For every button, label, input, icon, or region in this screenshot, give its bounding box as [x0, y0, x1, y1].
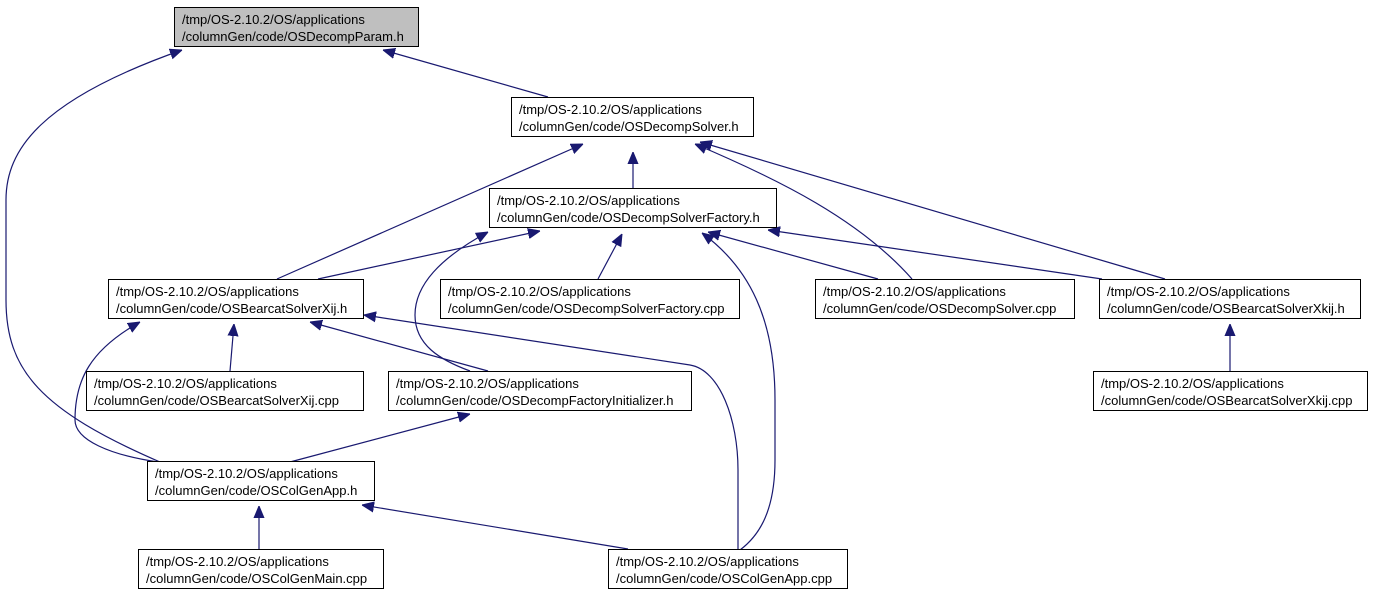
- edge-decompsolver-h-to-decompparam-h: [383, 50, 549, 98]
- edge-colgenapp-cpp-to-colgenapp-h: [362, 505, 629, 550]
- node-osbearcatsolverxkij-cpp[interactable]: /tmp/OS-2.10.2/OS/applications /columnGe…: [1093, 371, 1368, 411]
- node-osdecompsolverfactory-cpp[interactable]: /tmp/OS-2.10.2/OS/applications /columnGe…: [440, 279, 740, 319]
- edge-bearcatxij-h-to-solverfactory-h: [317, 231, 540, 280]
- node-line1: /tmp/OS-2.10.2/OS/applications: [146, 554, 329, 569]
- edge-decompsolver-cpp-to-solverfactory-h: [708, 232, 879, 280]
- node-line2: /columnGen/code/OSBearcatSolverXij.cpp: [94, 393, 339, 408]
- node-oscolgenmain-cpp[interactable]: /tmp/OS-2.10.2/OS/applications /columnGe…: [138, 549, 384, 589]
- edge-decompsolver-cpp-to-decompsolver-h: [695, 143, 913, 280]
- node-oscolgenapp-cpp[interactable]: /tmp/OS-2.10.2/OS/applications /columnGe…: [608, 549, 848, 589]
- edge-bearcatxij-h-to-decompsolver-h: [276, 143, 583, 280]
- edge-colgenapp-cpp-to-solverfactory-h: [702, 233, 776, 551]
- node-line1: /tmp/OS-2.10.2/OS/applications: [823, 284, 1006, 299]
- node-line2: /columnGen/code/OSDecompSolver.cpp: [823, 301, 1057, 316]
- edge-factoryinit-h-to-bearcatxij-h: [310, 322, 489, 372]
- node-line2: /columnGen/code/OSBearcatSolverXkij.cpp: [1101, 393, 1353, 408]
- edge-bearcatxkij-h-to-decompsolver-h: [700, 142, 1166, 280]
- node-line2: /columnGen/code/OSColGenApp.h: [155, 483, 358, 498]
- node-osdecompsolver-cpp[interactable]: /tmp/OS-2.10.2/OS/applications /columnGe…: [815, 279, 1075, 319]
- edge-bearcatxkij-h-to-solverfactory-h: [768, 230, 1103, 280]
- node-line2: /columnGen/code/OSColGenMain.cpp: [146, 571, 368, 586]
- node-osbearcatsolverxij-h[interactable]: /tmp/OS-2.10.2/OS/applications /columnGe…: [108, 279, 364, 319]
- node-line1: /tmp/OS-2.10.2/OS/applications: [616, 554, 799, 569]
- edge-solverfactory-cpp-to-solverfactory-h: [597, 234, 622, 280]
- node-line2: /columnGen/code/OSDecompSolverFactory.cp…: [448, 301, 725, 316]
- node-line1: /tmp/OS-2.10.2/OS/applications: [1107, 284, 1290, 299]
- node-osdecompsolverfactory-h[interactable]: /tmp/OS-2.10.2/OS/applications /columnGe…: [489, 188, 777, 228]
- edge-colgenapp-h-to-decompparam-h: [5, 50, 182, 463]
- node-line2: /columnGen/code/OSDecompSolver.h: [519, 119, 739, 134]
- node-line1: /tmp/OS-2.10.2/OS/applications: [182, 12, 365, 27]
- edge-bearcatxij-cpp-to-bearcatxij-h: [230, 324, 234, 372]
- node-oscolgenapp-h[interactable]: /tmp/OS-2.10.2/OS/applications /columnGe…: [147, 461, 375, 501]
- edge-colgenapp-cpp-to-bearcatxij-h: [364, 315, 739, 549]
- node-line1: /tmp/OS-2.10.2/OS/applications: [497, 193, 680, 208]
- node-line2: /columnGen/code/OSBearcatSolverXkij.h: [1107, 301, 1345, 316]
- node-line1: /tmp/OS-2.10.2/OS/applications: [396, 376, 579, 391]
- node-line2: /columnGen/code/OSDecompParam.h: [182, 29, 404, 44]
- node-line1: /tmp/OS-2.10.2/OS/applications: [1101, 376, 1284, 391]
- node-line2: /columnGen/code/OSBearcatSolverXij.h: [116, 301, 348, 316]
- node-osdecompsolver-h[interactable]: /tmp/OS-2.10.2/OS/applications /columnGe…: [511, 97, 754, 137]
- node-line1: /tmp/OS-2.10.2/OS/applications: [94, 376, 277, 391]
- node-osdecompparam-h[interactable]: /tmp/OS-2.10.2/OS/applications /columnGe…: [174, 7, 419, 47]
- node-line1: /tmp/OS-2.10.2/OS/applications: [116, 284, 299, 299]
- node-line1: /tmp/OS-2.10.2/OS/applications: [448, 284, 631, 299]
- node-osbearcatsolverxkij-h[interactable]: /tmp/OS-2.10.2/OS/applications /columnGe…: [1099, 279, 1361, 319]
- node-line1: /tmp/OS-2.10.2/OS/applications: [155, 466, 338, 481]
- node-osbearcatsolverxij-cpp[interactable]: /tmp/OS-2.10.2/OS/applications /columnGe…: [86, 371, 364, 411]
- edge-colgenapp-h-to-bearcatxij-h: [74, 322, 159, 463]
- node-line2: /columnGen/code/OSDecompFactoryInitializ…: [396, 393, 674, 408]
- node-line1: /tmp/OS-2.10.2/OS/applications: [519, 102, 702, 117]
- node-line2: /columnGen/code/OSDecompSolverFactory.h: [497, 210, 760, 225]
- node-line2: /columnGen/code/OSColGenApp.cpp: [616, 571, 833, 586]
- edge-colgenapp-h-to-factoryinit-h: [289, 414, 470, 463]
- node-osdecompfactoryinitializer-h[interactable]: /tmp/OS-2.10.2/OS/applications /columnGe…: [388, 371, 692, 411]
